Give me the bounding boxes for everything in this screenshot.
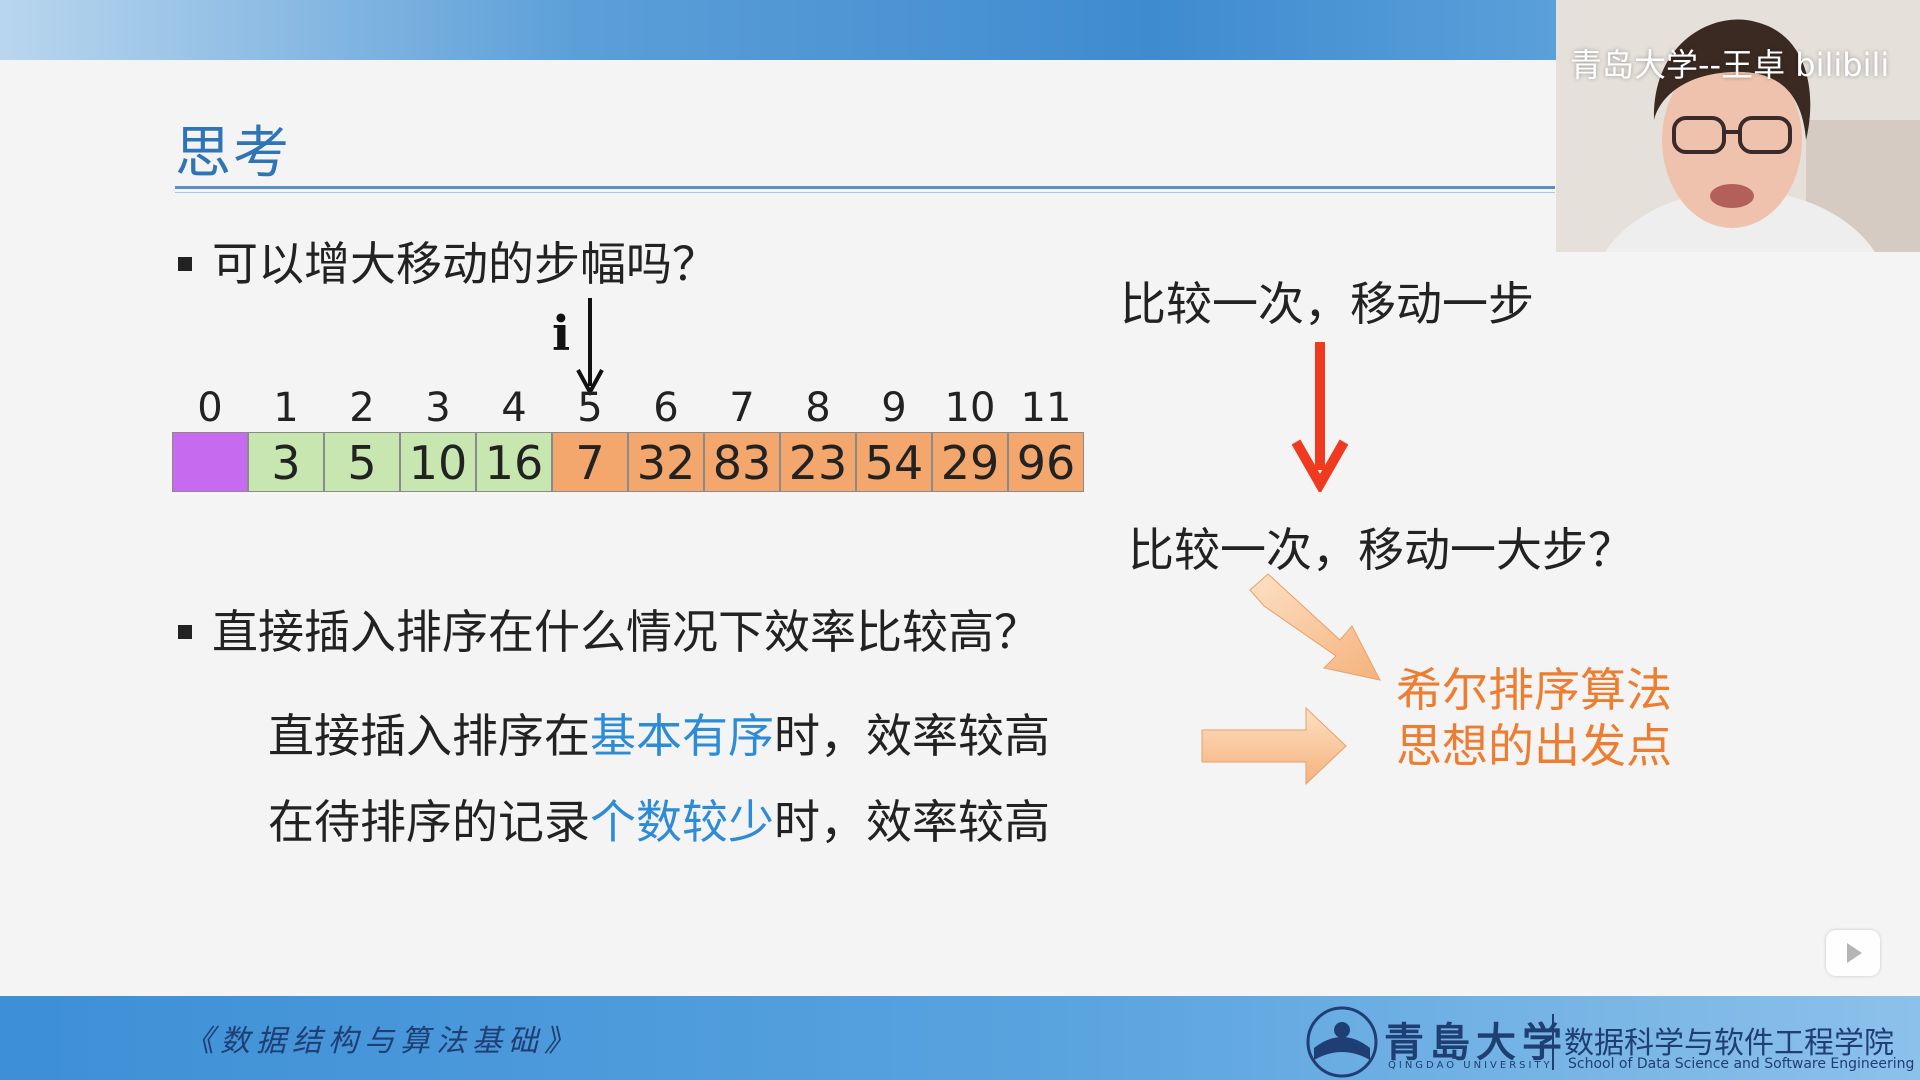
- pointer-label: i: [552, 306, 571, 362]
- array-cell: 23: [780, 432, 856, 492]
- index-label: 4: [501, 385, 527, 431]
- compare-once-move-big: 比较一次，移动一大步？: [1128, 523, 1634, 577]
- index-label: 11: [1020, 385, 1072, 431]
- answer2-prefix: 在待排序的记录: [268, 795, 590, 849]
- question-step-size-text: 可以增大移动的步幅吗？: [212, 237, 718, 291]
- array-cell: 83: [704, 432, 780, 492]
- array-cell: 96: [1008, 432, 1084, 492]
- index-label: 10: [944, 385, 996, 431]
- result-line-1: 希尔排序算法: [1396, 663, 1672, 717]
- array-cell: 7: [552, 432, 628, 492]
- footer-divider: [1552, 1014, 1554, 1070]
- array-cell: 54: [856, 432, 932, 492]
- index-label: 5: [577, 385, 603, 431]
- array-cell: 3: [248, 432, 324, 492]
- university-name-en: QINGDAO UNIVERSITY: [1388, 1060, 1553, 1071]
- array-cell: [172, 432, 248, 492]
- play-icon: [1847, 943, 1862, 963]
- question-efficiency-text: 直接插入排序在什么情况下效率比较高？: [212, 605, 1040, 659]
- diagonal-arrow-icon: [1249, 573, 1381, 681]
- array-cell: 29: [932, 432, 1008, 492]
- question-step-size: 可以增大移动的步幅吗？: [178, 228, 718, 294]
- down-arrow-icon: [576, 298, 604, 397]
- result-line-2: 思想的出发点: [1396, 719, 1672, 773]
- array-cell: 5: [324, 432, 400, 492]
- index-label: 6: [653, 385, 679, 431]
- answer2-highlight: 个数较少: [590, 795, 774, 849]
- answer1-suffix: 时，效率较高: [774, 709, 1050, 763]
- title-underline-thin: [175, 192, 1555, 193]
- university-logo-icon: [1306, 1006, 1378, 1078]
- watermark-caption: 青岛大学--王卓 bilibili: [1570, 46, 1890, 84]
- slide-title: 思考: [175, 121, 291, 186]
- array-cell: 10: [400, 432, 476, 492]
- answer1-prefix: 直接插入排序在: [268, 709, 590, 763]
- bottom-banner: [0, 996, 1920, 1080]
- index-label: 7: [729, 385, 755, 431]
- index-label: 1: [273, 385, 299, 431]
- array-cell: 32: [628, 432, 704, 492]
- red-down-arrow-icon: [1291, 342, 1349, 492]
- title-underline: [175, 186, 1555, 189]
- index-label: 2: [349, 385, 375, 431]
- answer-few-records: 在待排序的记录个数较少时，效率较高: [268, 786, 1050, 852]
- question-efficiency: 直接插入排序在什么情况下效率比较高？: [178, 596, 1040, 662]
- presenter-video: [1556, 0, 1920, 252]
- answer-basic-ordered: 直接插入排序在基本有序时，效率较高: [268, 700, 1050, 766]
- shell-sort-origin: 希尔排序算法 思想的出发点: [1396, 662, 1672, 774]
- answer1-highlight: 基本有序: [590, 709, 774, 763]
- play-button[interactable]: [1826, 930, 1880, 976]
- answer2-suffix: 时，效率较高: [774, 795, 1050, 849]
- array-cell: 16: [476, 432, 552, 492]
- bullet-icon: [178, 624, 192, 639]
- course-title: 《数据结构与算法基础》: [184, 1024, 580, 1059]
- school-name: 数据科学与软件工程学院: [1564, 1026, 1894, 1061]
- webcam-overlay: 青岛大学--王卓 bilibili: [1556, 0, 1920, 252]
- bullet-icon: [178, 256, 192, 271]
- index-label: 9: [881, 385, 907, 431]
- university-name: 青島大学: [1384, 1019, 1568, 1066]
- school-name-en: School of Data Science and Software Engi…: [1568, 1056, 1915, 1072]
- compare-once-move-one: 比较一次，移动一步: [1120, 277, 1534, 331]
- index-label: 3: [425, 385, 451, 431]
- index-label: 8: [805, 385, 831, 431]
- index-label: 0: [197, 385, 223, 431]
- right-arrow-icon: [1201, 706, 1347, 786]
